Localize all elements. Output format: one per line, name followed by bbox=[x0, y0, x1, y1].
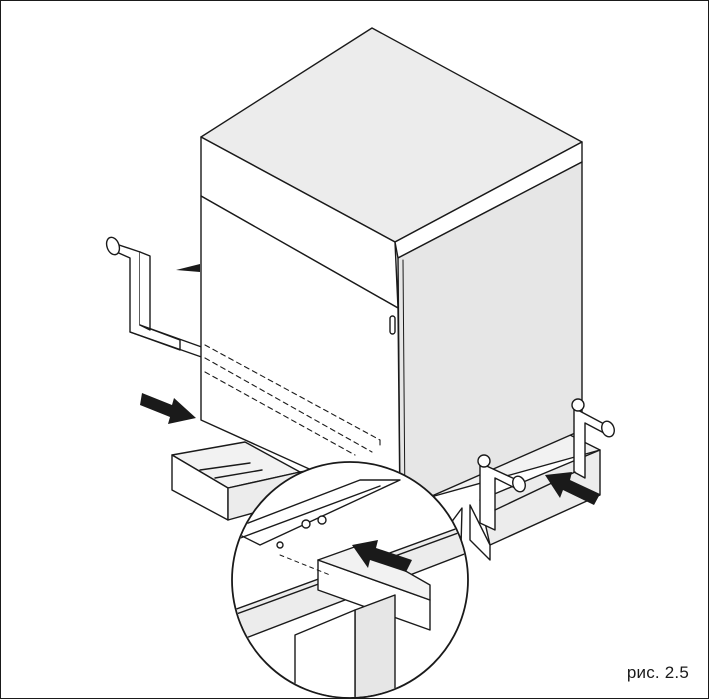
boiler-cabinet bbox=[200, 27, 583, 511]
lifting-handle-left bbox=[105, 236, 211, 361]
figure-caption: рис. 2.5 bbox=[626, 663, 689, 682]
arrow-right bbox=[545, 472, 600, 505]
arrow-left-upper bbox=[176, 264, 200, 272]
detail-magnifier bbox=[231, 461, 469, 699]
lifting-handle-right-rear bbox=[571, 398, 615, 479]
lifting-handle-right-front bbox=[477, 454, 576, 531]
arrow-left-lower bbox=[140, 393, 196, 424]
arrow-detail bbox=[352, 540, 412, 572]
